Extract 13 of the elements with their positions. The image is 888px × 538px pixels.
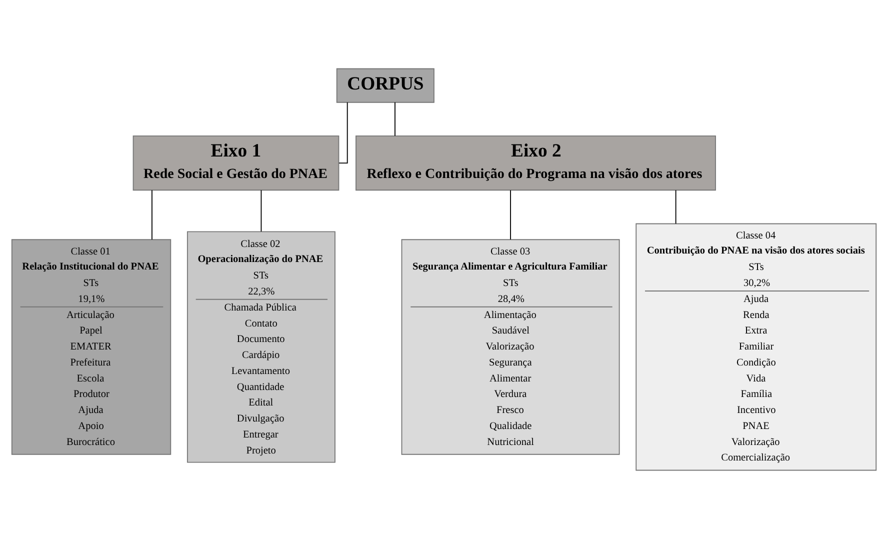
node-box: Eixo 2 Reflexo e Contribuição do Programa na visão dos atores <box>356 135 716 190</box>
node-box: Classe 04 Contribuição do PNAE na visão dos atores sociais STs 30,2% Ajuda Renda Extra Familiar Condição Vida Família Incentivo PNAE Valorização Comercialização <box>636 222 877 470</box>
connector <box>394 101 396 136</box>
connector <box>260 189 262 232</box>
node-box: Classe 02 Operacionalização do PNAE STs 22,3% Chamada Pública Contato Documento Cardápio Levantamento Quantidade Edital Divulgação Entregar Projeto <box>186 230 336 462</box>
connector <box>510 189 511 240</box>
connector <box>675 189 676 224</box>
node-box: Classe 01 Relação Institucional do PNAE STs 19,1% Articulação Papel EMATER Prefeitura Escola Produtor Ajuda Apoio Burocrático <box>11 238 172 454</box>
node-box: Classe 03 Segurança Alimentar e Agricultura Familiar STs 28,4% Alimentação Saudável Valorização Segurança Alimentar Verdura Fresco Qualidade Nutricional <box>401 238 620 454</box>
connector <box>151 189 152 240</box>
node-box: Eixo 1 Rede Social e Gestão do PNAE <box>132 135 340 190</box>
node-box: CORPUS <box>336 68 434 102</box>
connector <box>338 101 348 164</box>
